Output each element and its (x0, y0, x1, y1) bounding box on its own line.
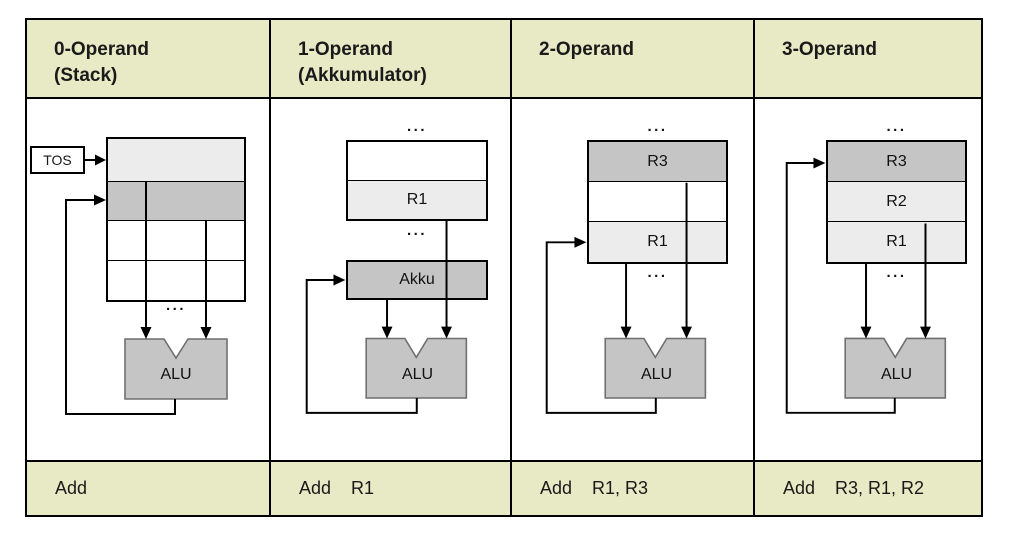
r1-arrowhead (860, 326, 872, 339)
diagram-row: TOS ... ALU (27, 99, 981, 460)
instruction-text: Add (55, 478, 88, 498)
alu-label: ALU (401, 366, 434, 383)
feedback-arrowhead (813, 157, 826, 169)
register-r1-label: R1 (647, 233, 668, 250)
instruction-cell-0-operand: Add (27, 462, 269, 515)
alu-label: ALU (640, 366, 673, 383)
instruction-text: Add R3, R1, R2 (783, 478, 925, 498)
akku-label: Akku (399, 271, 435, 288)
header-title: 1-Operand (298, 39, 394, 60)
register-file-box (587, 140, 728, 264)
feedback-arrowhead (574, 236, 587, 248)
header-title: 2-Operand (539, 39, 635, 60)
instruction-text: Add R1 (299, 478, 375, 498)
feedback-arrowhead (333, 274, 346, 286)
stack-cell-top (108, 139, 244, 182)
stack-cell-second (108, 182, 244, 221)
diagram-akkumulator-machine: ... R1 ... Akku ALU (269, 99, 510, 460)
register-cell-r1 (348, 180, 486, 219)
header-cell-2-operand: 2-Operand (510, 20, 753, 97)
instruction-cell-3-operand: Add R3, R1, R2 (753, 462, 981, 515)
instruction-text: Add R1, R3 (540, 478, 649, 498)
r2-arrowhead (920, 326, 931, 339)
header-title: 0-Operand (54, 39, 150, 60)
header-subtitle: (Stack) (54, 65, 118, 86)
register-r2-label: R2 (886, 193, 907, 210)
registers-ellipsis-mid: ... (406, 222, 427, 239)
register-r1-label: R1 (406, 191, 428, 208)
stack-cell-empty2 (108, 261, 244, 300)
register-r3-label: R3 (886, 153, 907, 170)
operand1-arrowhead (140, 327, 152, 339)
register-file-box (346, 140, 488, 221)
diagram-2-operand-machine: ... R3 R1 ... ALU (510, 99, 753, 460)
akku-arrowhead (381, 326, 393, 339)
register-cell-r3 (589, 142, 726, 182)
header-title: 3-Operand (782, 39, 878, 60)
header-subtitle: (Akkumulator) (298, 65, 427, 86)
tos-pointer-box: TOS (30, 146, 85, 174)
r1-arrowhead (441, 326, 452, 339)
header-cell-3-operand: 3-Operand (753, 20, 981, 97)
tos-label: TOS (43, 152, 72, 168)
register-r3-label: R3 (647, 153, 668, 170)
tos-arrowhead (95, 154, 106, 166)
stack-memory-box (106, 137, 246, 302)
header-cell-1-operand: 1-Operand (Akkumulator) (269, 20, 510, 97)
stack-ellipsis: ... (165, 297, 186, 314)
registers-ellipsis-top: ... (647, 118, 668, 135)
instruction-cell-2-operand: Add R1, R3 (510, 462, 753, 515)
register-cell-empty (348, 142, 486, 181)
header-row: 0-Operand (Stack) 1-Operand (Akkumulator… (27, 20, 981, 99)
stack-cell-empty1 (108, 221, 244, 261)
operand2-arrowhead (200, 327, 212, 339)
instruction-cell-1-operand: Add R1 (269, 462, 510, 515)
isa-comparison-table: 0-Operand (Stack) 1-Operand (Akkumulator… (25, 18, 983, 517)
feedback-arrowhead (94, 194, 106, 206)
diagram-stack-machine: TOS ... ALU (27, 99, 269, 460)
r3-arrowhead (681, 326, 693, 339)
header-cell-0-operand: 0-Operand (Stack) (27, 20, 269, 97)
registers-ellipsis-top: ... (886, 118, 907, 135)
diagram-3-operand-machine: ... R3 R2 R1 ... ALU (753, 99, 981, 460)
alu-label: ALU (160, 366, 192, 383)
register-cell-empty (589, 182, 726, 222)
r1-arrowhead (620, 326, 632, 339)
register-r1-label: R1 (886, 233, 907, 250)
registers-ellipsis-top: ... (406, 118, 427, 135)
registers-ellipsis-bottom: ... (647, 264, 668, 281)
instruction-row: Add Add R1 Add R1, R3 Add R3, R1, R2 (27, 460, 981, 515)
registers-ellipsis-bottom: ... (886, 264, 907, 281)
alu-label: ALU (880, 366, 913, 383)
